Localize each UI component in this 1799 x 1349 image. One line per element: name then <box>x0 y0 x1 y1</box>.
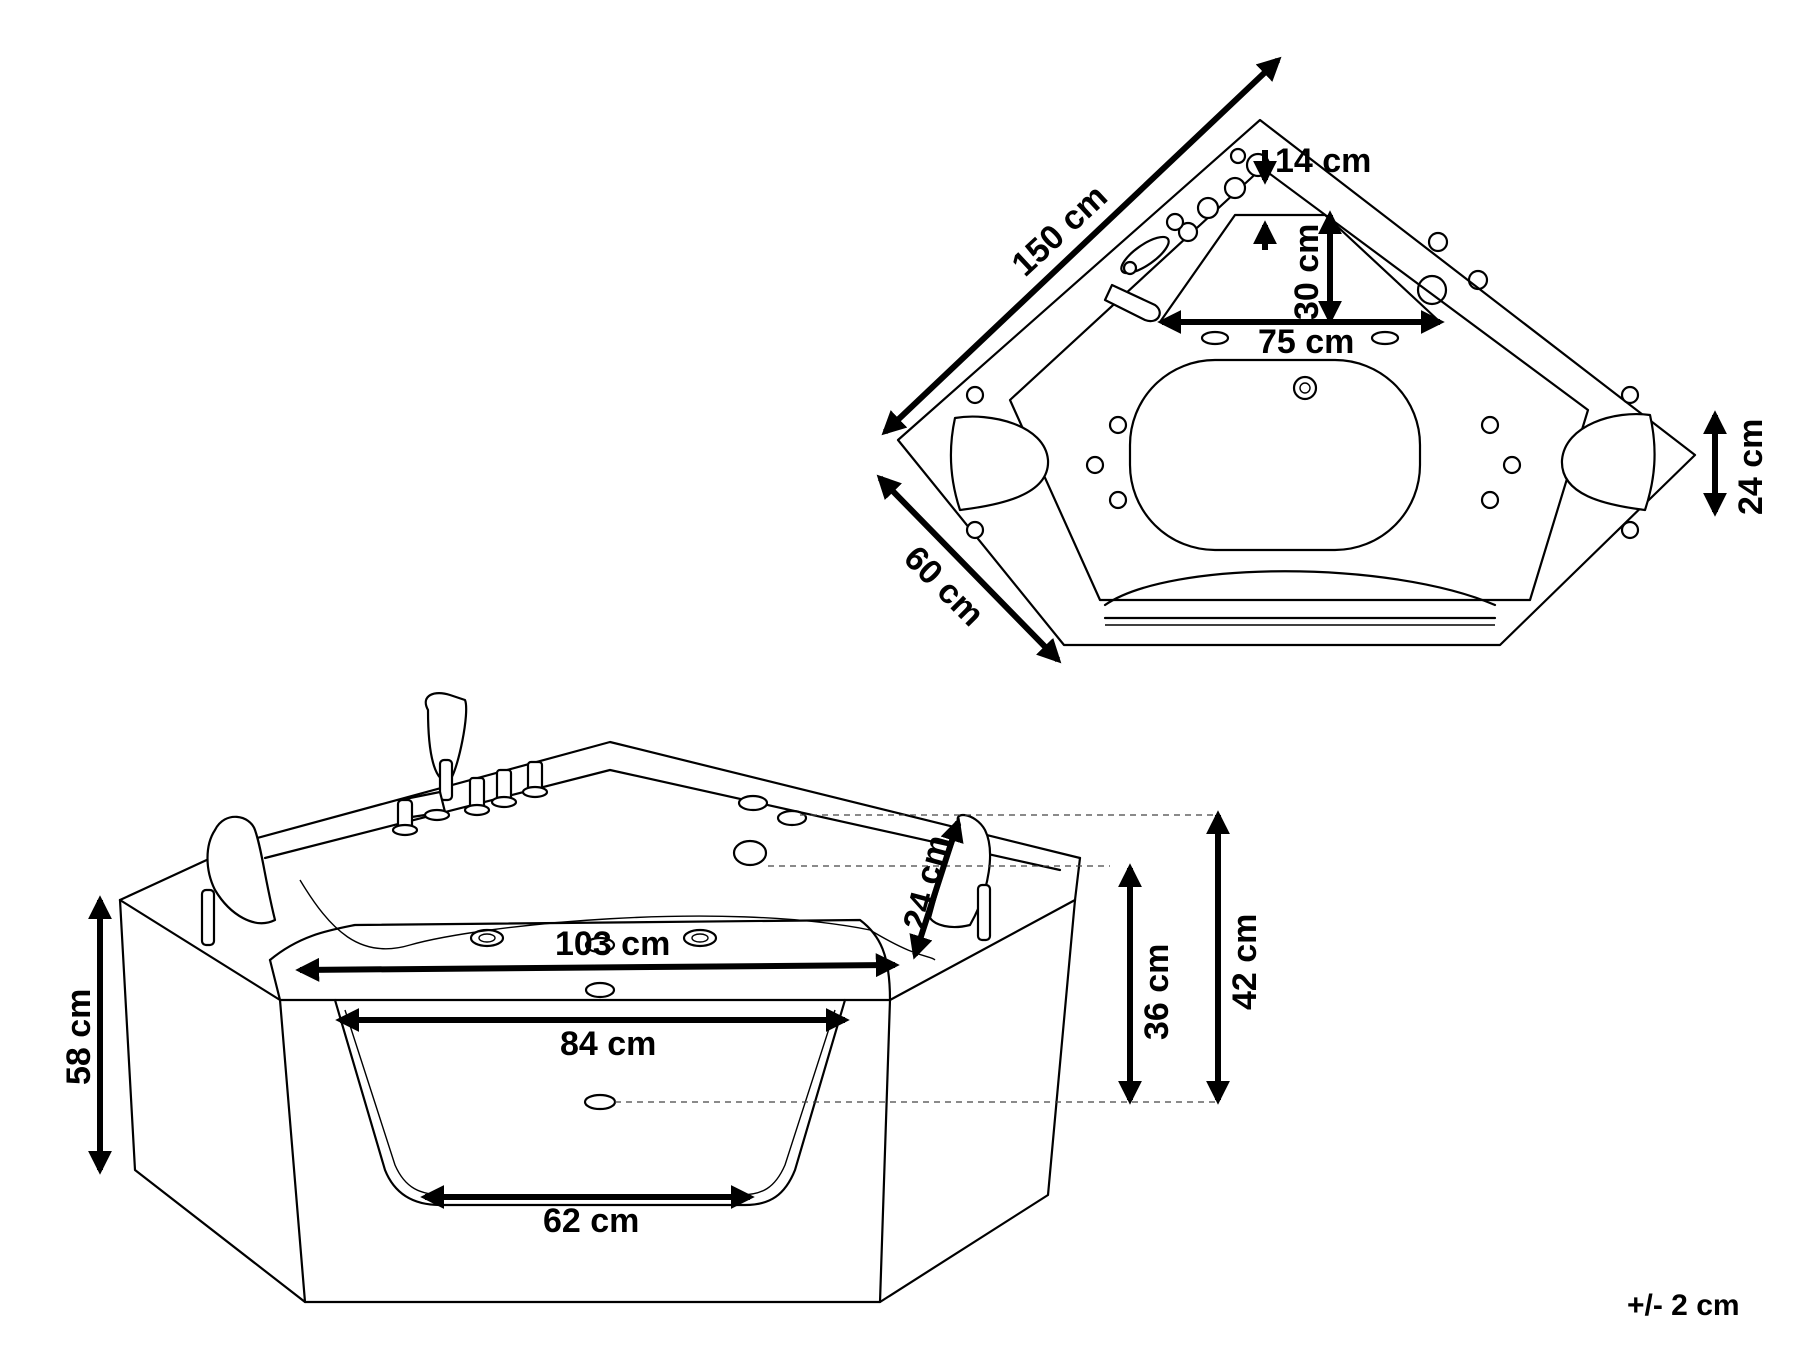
top-view-right-headrest <box>1560 413 1656 512</box>
dim-60-label: 60 cm <box>896 539 991 634</box>
top-view: 150 cm 60 cm 24 cm 14 cm 30 cm 75 cm <box>876 56 1770 664</box>
dim-24-top-label: 24 cm <box>1732 419 1770 515</box>
dim-62-label: 62 cm <box>543 1202 639 1240</box>
right-jet-icon <box>1480 415 1500 435</box>
left-jet-icon <box>1108 415 1128 435</box>
tolerance-note: +/- 2 cm <box>1627 1289 1740 1322</box>
front-view-faucet <box>391 692 549 837</box>
dim-30-label: 30 cm <box>1288 224 1326 320</box>
top-view-drain <box>1292 375 1318 401</box>
top-view-left-headrest <box>949 415 1050 512</box>
dim-24-front-line <box>909 817 964 960</box>
dim-42-label: 42 cm <box>1226 914 1264 1010</box>
dim-150-line <box>881 56 1282 436</box>
front-view-floor-drain <box>583 1093 617 1111</box>
dim-14-label: 14 cm <box>1275 142 1371 180</box>
dim-75-label: 75 cm <box>1258 323 1354 361</box>
front-view-left-headrest <box>206 815 277 925</box>
dim-103-line <box>295 953 900 982</box>
dim-60-line <box>876 474 1062 664</box>
top-view-basin <box>1128 358 1422 552</box>
front-view: 58 cm 103 cm 84 cm 62 cm 24 cm 36 cm 42 … <box>60 692 1264 1304</box>
dim-58-label: 58 cm <box>60 989 98 1085</box>
dim-36-label: 36 cm <box>1138 944 1176 1040</box>
dim-103-label: 103 cm <box>555 925 670 963</box>
top-view-front-ledge <box>1103 570 1497 607</box>
dim-84-label: 84 cm <box>560 1025 656 1063</box>
front-view-body <box>118 898 1077 1304</box>
